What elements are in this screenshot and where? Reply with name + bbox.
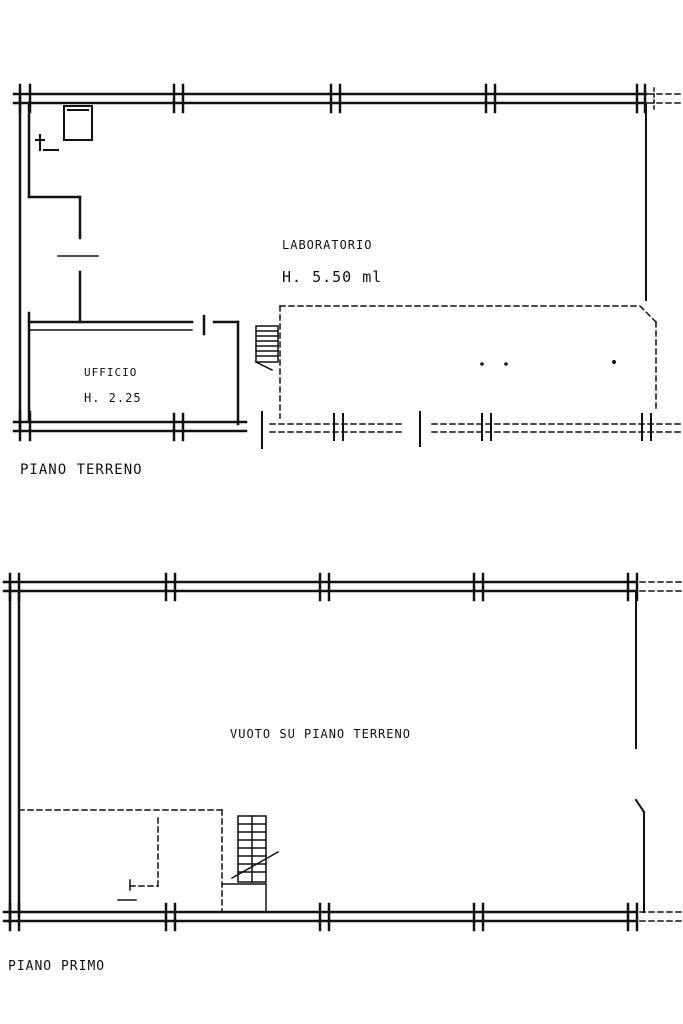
void-label: VUOTO SU PIANO TERRENO [230, 727, 411, 741]
ground-top-wall-extension [647, 93, 683, 104]
first-top-columns [8, 572, 639, 602]
ground-floor-caption: PIANO TERRENO [20, 462, 143, 478]
first-floor-caption: PIANO PRIMO [8, 959, 105, 974]
first-floor-plan [2, 572, 683, 932]
first-staircase [230, 815, 280, 883]
first-mezzanine-outline [18, 809, 223, 913]
ground-partitions [27, 195, 240, 426]
first-right-wall [634, 590, 646, 913]
first-bottom-wall-extension [639, 911, 683, 922]
lab-height-label: H. 5.50 ml [282, 268, 382, 286]
ground-bottom-wall [12, 410, 421, 449]
lab-name-label: LABORATORIO [282, 238, 372, 252]
office-name-label: UFFICIO [84, 366, 137, 379]
first-top-wall-extension [639, 581, 683, 592]
ground-mezzanine-outline [269, 304, 683, 433]
first-left-wall [8, 580, 21, 924]
ground-service-room [35, 105, 93, 151]
first-mezzanine-details [117, 879, 267, 913]
ground-floor-plan [12, 83, 683, 449]
first-bottom-wall [2, 902, 639, 932]
office-height-label: H. 2.25 [84, 391, 142, 405]
ground-left-wall [18, 92, 31, 432]
ground-top-columns [18, 83, 655, 114]
ground-staircase [254, 325, 279, 372]
ground-dashed-columns [333, 413, 652, 441]
ground-dots [480, 360, 616, 366]
